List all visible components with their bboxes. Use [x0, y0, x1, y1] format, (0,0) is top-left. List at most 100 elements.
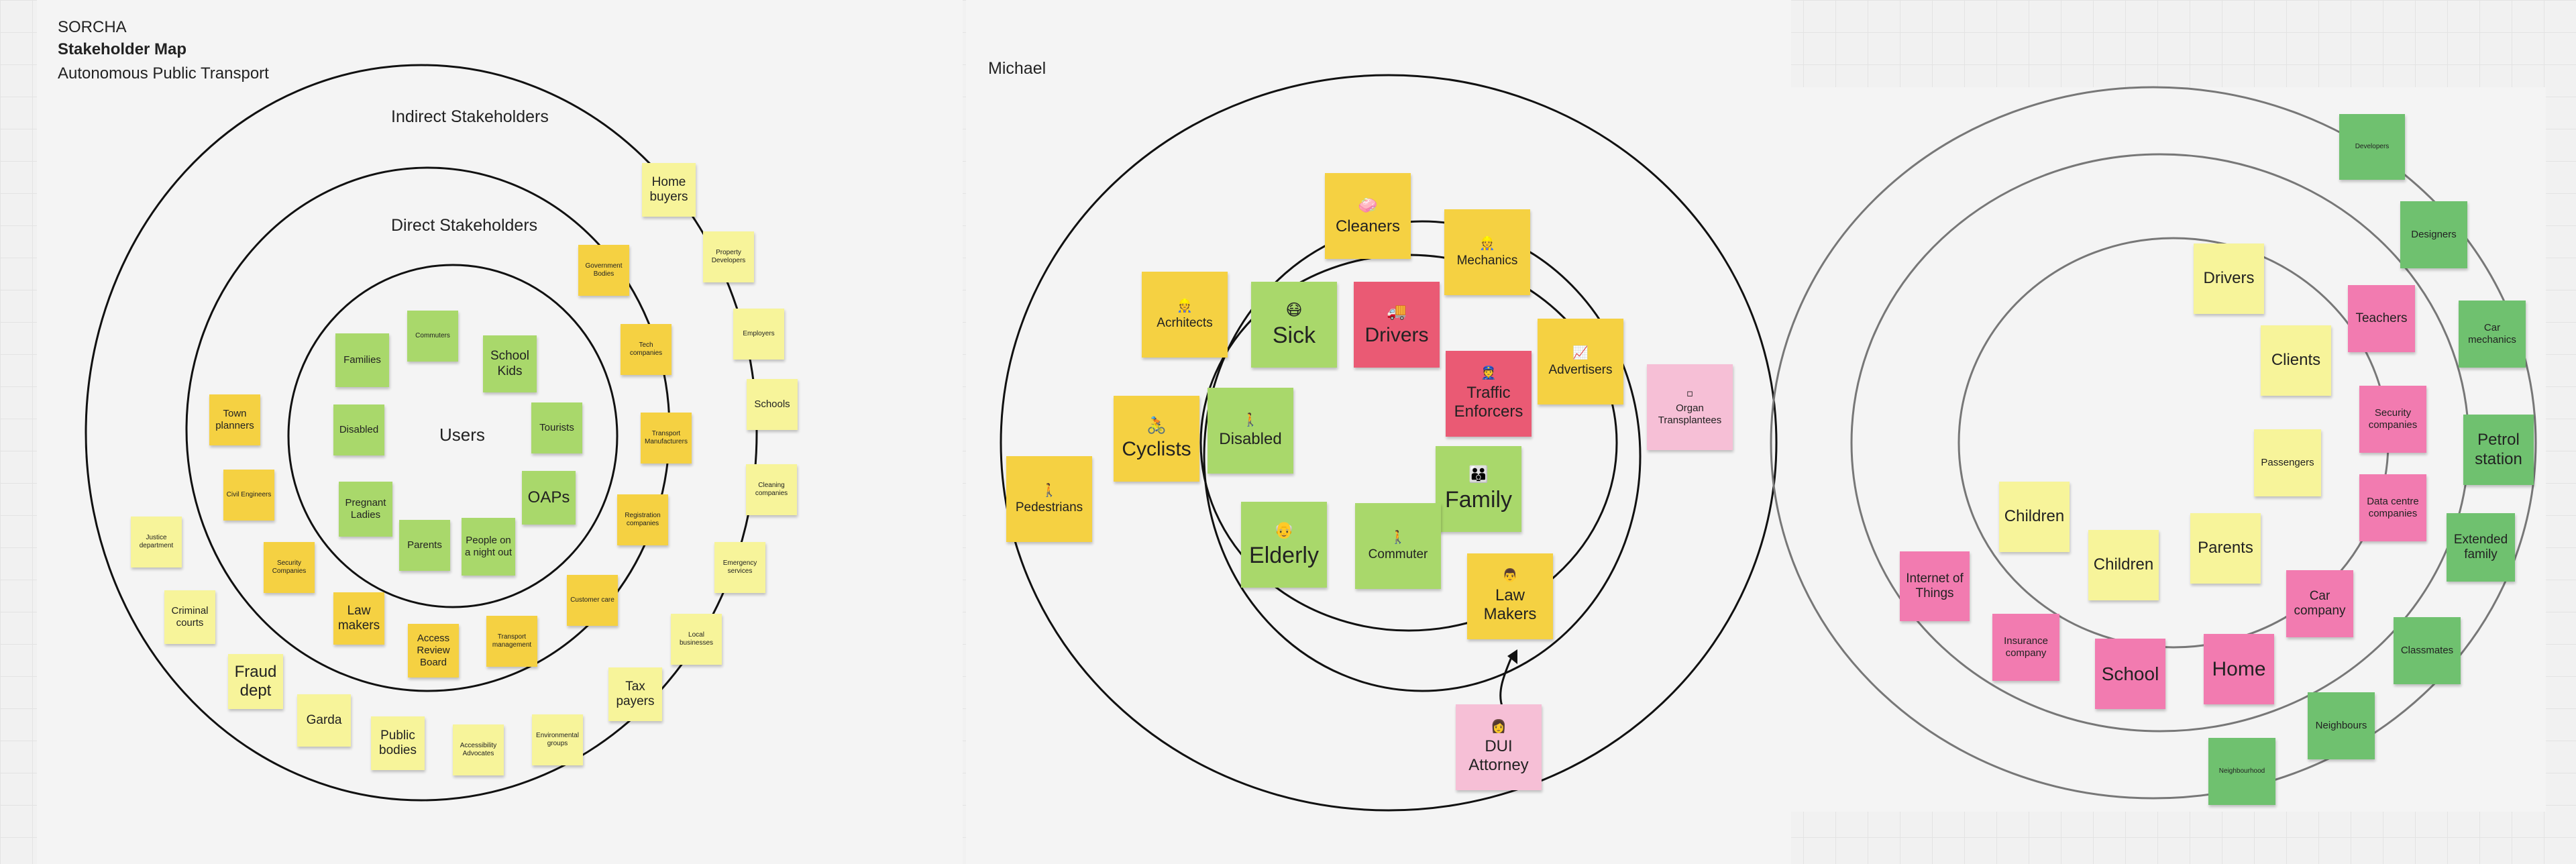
architect-emoji-icon: 👷 [1177, 298, 1193, 313]
sticky-note[interactable]: Passengers [2254, 429, 2321, 496]
cyclist-emoji-icon: 🚴 [1146, 416, 1167, 435]
middle-outer-ring [1000, 74, 1778, 812]
sticky-note[interactable]: Environmental groups [532, 714, 583, 765]
sticky-note[interactable]: 🚚Drivers [1354, 282, 1440, 368]
board-title: Stakeholder Map [58, 40, 187, 58]
sticky-note[interactable]: Civil Engineers [223, 470, 274, 521]
sticky-note[interactable]: Disabled [333, 404, 384, 455]
author-label: Michael [988, 59, 1046, 78]
sticky-note[interactable]: Garda [297, 694, 351, 747]
walking-person-emoji-icon: 🚶 [1242, 412, 1258, 427]
sticky-note[interactable]: Insurance company [1992, 614, 2059, 681]
sticky-note[interactable]: 👷Acrhitects [1142, 272, 1228, 358]
users-label: Users [439, 425, 485, 445]
sticky-note[interactable]: Transport Manufacturers [641, 413, 692, 464]
sticky-note[interactable]: Employers [733, 309, 784, 360]
sticky-note[interactable]: Schools [747, 379, 798, 430]
indirect-stakeholders-label: Indirect Stakeholders [391, 107, 549, 126]
sticky-note[interactable]: 👴Elderly [1241, 502, 1327, 588]
pedestrian-emoji-icon: 🚶 [1041, 482, 1057, 498]
sticky-note[interactable]: Extended family [2447, 513, 2515, 582]
sticky-note[interactable]: Drivers [2194, 244, 2264, 314]
family-emoji-icon: 👪 [1468, 464, 1489, 484]
sticky-note[interactable]: Commuters [407, 311, 458, 362]
mechanic-emoji-icon: 👷 [1479, 235, 1495, 251]
sticky-note[interactable]: Neighbourhood [2208, 738, 2275, 805]
sticky-note[interactable]: People on a night out [462, 518, 515, 576]
sticky-note[interactable]: Criminal courts [164, 590, 215, 644]
left-outer-ring [85, 64, 758, 802]
sticky-note[interactable]: Emergency services [714, 542, 765, 593]
sticky-note[interactable]: Petrol station [2463, 415, 2534, 485]
direct-stakeholders-label: Direct Stakeholders [391, 216, 538, 235]
sticky-note[interactable]: Neighbours [2308, 692, 2375, 759]
soap-emoji-icon: 🧼 [1358, 195, 1378, 215]
sticky-note[interactable]: Public bodies [371, 716, 425, 770]
middle-middle-ring [1203, 220, 1642, 692]
sticky-note[interactable]: 👷Mechanics [1444, 209, 1530, 295]
mask-face-emoji-icon: 😷 [1285, 300, 1303, 319]
sticky-note[interactable]: 🚶Pedestrians [1006, 456, 1092, 542]
police-emoji-icon: 👮 [1481, 366, 1497, 381]
sticky-note[interactable]: Parents [399, 520, 450, 571]
sticky-note[interactable]: 🚶Disabled [1208, 388, 1293, 474]
sticky-note[interactable]: Children [2088, 530, 2159, 600]
sticky-note[interactable]: 📈Advertisers [1538, 319, 1623, 404]
sticky-note[interactable]: Law makers [333, 592, 384, 645]
connector-arrow [1499, 653, 1514, 708]
sticky-note[interactable]: Tax payers [608, 667, 662, 721]
sticky-note[interactable]: Registration companies [617, 494, 668, 545]
sticky-note[interactable]: Cleaning companies [746, 464, 797, 515]
sticky-note[interactable]: Customer care [567, 575, 618, 626]
left-board [37, 0, 963, 864]
sticky-note[interactable]: Property Developers [703, 231, 754, 282]
sticky-note[interactable]: 👨Law Makers [1467, 553, 1553, 639]
sticky-note[interactable]: Data centre companies [2359, 474, 2426, 541]
sticky-note[interactable]: Clients [2261, 325, 2331, 396]
sticky-note[interactable]: Transport management [486, 616, 537, 667]
sticky-note[interactable]: Justice department [131, 517, 182, 568]
sticky-note[interactable]: Car company [2286, 570, 2353, 637]
sticky-note[interactable]: 🚶Commuter [1355, 503, 1441, 589]
organ-emoji-icon: ▫ [1686, 387, 1694, 400]
sticky-note[interactable]: Security Companies [264, 542, 315, 593]
sticky-note[interactable]: Tourists [531, 402, 582, 453]
board-subtitle: Autonomous Public Transport [58, 64, 269, 83]
sticky-note[interactable]: Teachers [2348, 285, 2415, 352]
sticky-note[interactable]: Internet of Things [1900, 551, 1970, 621]
lawyer-emoji-icon: 👩 [1491, 719, 1507, 735]
sticky-note[interactable]: Developers [2339, 114, 2405, 180]
sticky-note[interactable]: Home buyers [642, 163, 696, 217]
sticky-note[interactable]: School [2095, 639, 2165, 709]
sticky-note[interactable]: Town planners [209, 394, 260, 445]
sticky-note[interactable]: 👩DUI Attorney [1456, 704, 1542, 790]
sticky-note[interactable]: Designers [2400, 201, 2467, 268]
sticky-note[interactable]: 👪Family [1436, 446, 1521, 532]
sticky-note[interactable]: Security companies [2359, 386, 2426, 453]
sticky-note[interactable]: 🚴Cyclists [1114, 396, 1199, 482]
right-outer-ring [1770, 86, 2537, 800]
sticky-note[interactable]: Families [335, 333, 389, 387]
sticky-note[interactable]: Access Review Board [408, 624, 459, 678]
sticky-note[interactable]: Fraud dept [228, 654, 283, 709]
sticky-note[interactable]: Children [1999, 482, 2070, 552]
sticky-note[interactable]: Car mechanics [2459, 301, 2526, 368]
sticky-note[interactable]: Home [2204, 634, 2274, 704]
sticky-note[interactable]: Government Bodies [578, 245, 629, 296]
sticky-note[interactable]: Parents [2190, 513, 2261, 584]
judge-emoji-icon: 👨 [1502, 568, 1518, 584]
sticky-note[interactable]: ▫Organ Transplantees [1647, 364, 1733, 450]
sticky-note[interactable]: 🧼Cleaners [1325, 173, 1411, 259]
sticky-note[interactable]: Pregnant Ladies [339, 482, 392, 537]
sticky-note[interactable]: OAPs [522, 471, 576, 525]
sticky-note[interactable]: Classmates [2394, 617, 2461, 684]
sticky-note[interactable]: 😷Sick [1251, 282, 1337, 368]
sticky-note[interactable]: School Kids [483, 335, 537, 392]
sticky-note[interactable]: Local businesses [671, 614, 722, 665]
author-label: SORCHA [58, 18, 127, 36]
sticky-note[interactable]: Tech companies [621, 324, 672, 375]
sticky-note[interactable]: Accessibility Advocates [453, 724, 504, 775]
connector-arrowhead [1507, 649, 1517, 664]
chart-emoji-icon: 📈 [1572, 345, 1589, 360]
sticky-note[interactable]: 👮Traffic Enforcers [1446, 351, 1532, 437]
